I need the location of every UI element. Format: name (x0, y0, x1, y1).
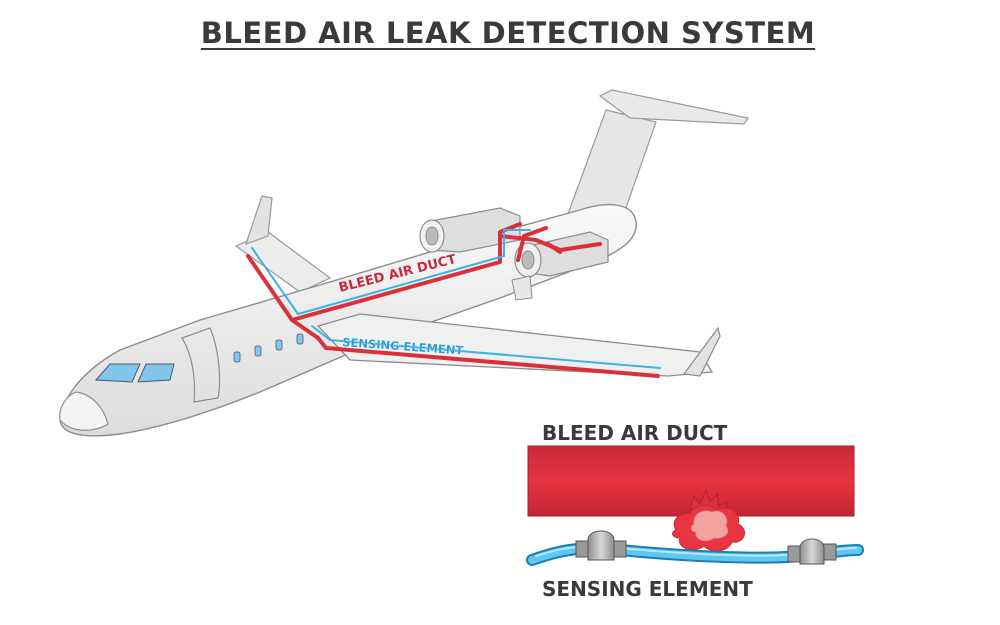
vertical-stabilizer (567, 109, 657, 215)
cockpit-window-left (94, 363, 141, 383)
sensor-connector-left (575, 530, 627, 561)
sensor-connector-right (787, 538, 837, 565)
diagram-title: BLEED AIR LEAK DETECTION SYSTEM (200, 16, 816, 50)
nose-cone (59, 391, 109, 431)
cockpit-window-right (137, 363, 175, 383)
left-winglet (245, 195, 273, 245)
aircraft-illustration: BLEED AIR DUCT SENSING ELEMENT (59, 89, 749, 437)
leak-burst-icon (672, 488, 746, 552)
cabin-door (181, 327, 221, 403)
cabin-window (296, 333, 304, 345)
cabin-window (233, 351, 241, 363)
detail-duct-label: BLEED AIR DUCT (542, 421, 728, 445)
cabin-window (254, 345, 262, 357)
upper-engine (419, 207, 521, 253)
detail-inset: BLEED AIR DUCT SENSING ELEMENT (526, 421, 864, 601)
cabin-window (275, 339, 283, 351)
horizontal-stabilizer (598, 89, 749, 125)
sensing-element-routing (251, 229, 661, 369)
right-wing (316, 313, 714, 377)
detail-sensor-label: SENSING ELEMENT (542, 577, 753, 601)
right-winglet (682, 326, 721, 377)
